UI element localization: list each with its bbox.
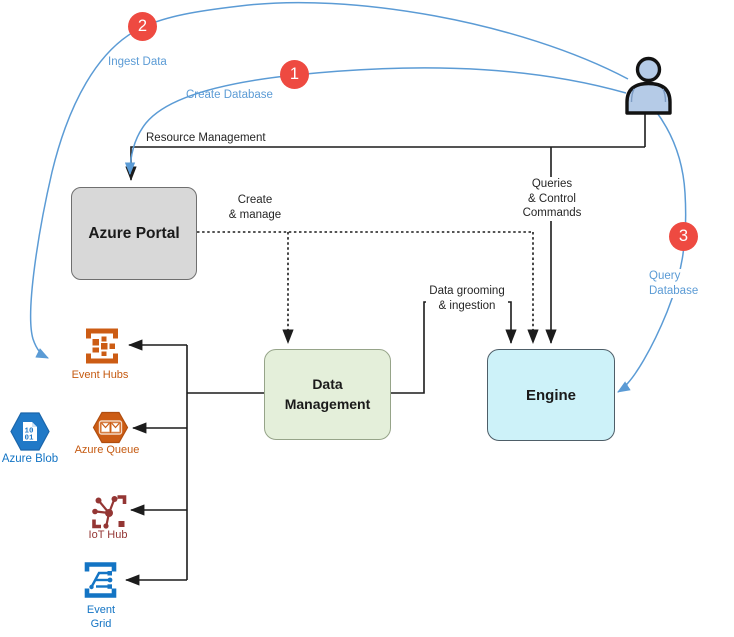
ingest-data-curve	[29, 1, 629, 359]
step-badge-query: 3	[669, 222, 698, 251]
data-grooming-line	[389, 301, 517, 394]
step-number: 1	[289, 65, 300, 83]
event-grid-icon	[84, 562, 117, 598]
azure-queue-icon	[92, 411, 129, 444]
ingest-data-label: Ingest Data	[108, 56, 167, 68]
engine-node: Engine	[487, 349, 615, 441]
blob-glyph-line1: 10	[24, 428, 34, 436]
step-number: 2	[137, 17, 148, 35]
azure-portal-node: Azure Portal	[71, 187, 197, 280]
resource-management-label: Resource Management	[146, 132, 266, 144]
query-database-label: Query Database	[647, 269, 734, 299]
create-manage-label: Create & manage	[228, 194, 282, 221]
azure-blob-icon: 10 01	[10, 412, 50, 451]
azure-blob-label: Azure Blob	[1, 453, 59, 465]
azure-portal-label: Azure Portal	[88, 224, 180, 242]
person-icon	[625, 56, 672, 115]
iot-hub-label: IoT Hub	[88, 529, 128, 541]
data-management-label: Data Management	[284, 375, 371, 412]
engine-label: Engine	[525, 386, 576, 404]
event-grid-label: Event Grid	[86, 604, 116, 631]
data-management-node: Data Management	[264, 349, 391, 440]
create-database-label: Create Database	[186, 89, 273, 101]
event-hubs-icon	[86, 328, 118, 364]
azure-queue-label: Azure Queue	[74, 444, 140, 456]
data-grooming-ingestion-label: Data grooming & ingestion	[426, 284, 508, 314]
event-hubs-label: Event Hubs	[71, 369, 129, 381]
query-database-curve	[617, 109, 687, 393]
queries-control-commands-label: Queries & Control Commands	[506, 177, 598, 222]
step-number: 3	[678, 227, 689, 245]
iot-hub-icon	[92, 495, 127, 529]
resource-management-line	[125, 146, 645, 181]
step-badge-create: 1	[280, 60, 309, 89]
create-database-curve	[124, 67, 627, 176]
step-badge-ingest: 2	[128, 12, 157, 41]
blob-glyph-line2: 01	[24, 435, 34, 443]
